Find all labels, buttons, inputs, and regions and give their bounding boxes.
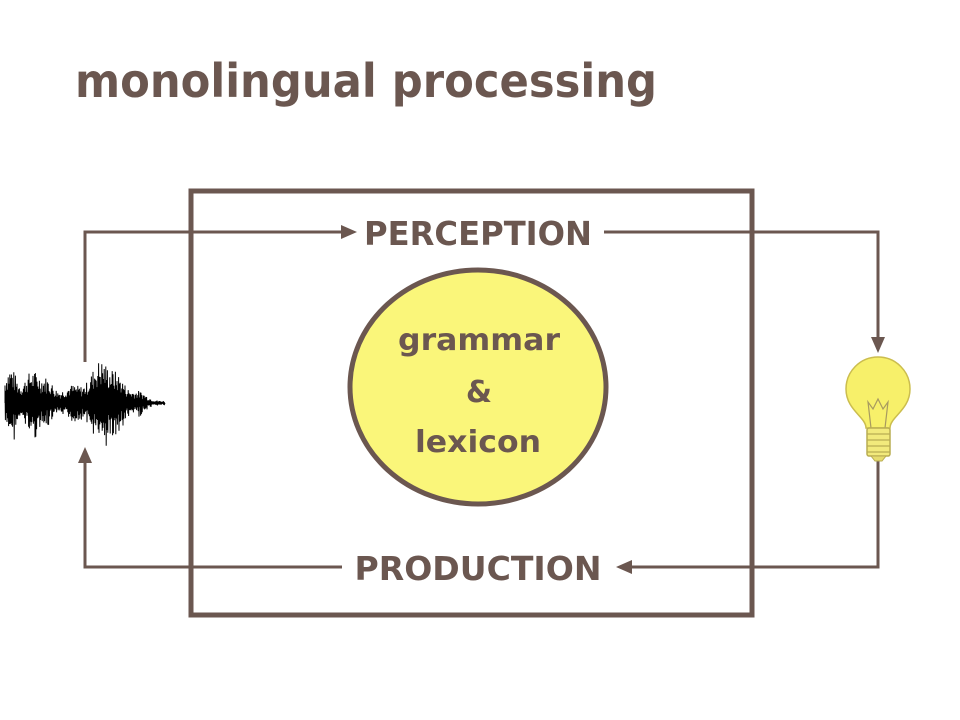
processing-frame [188, 188, 755, 618]
arrow-left-icon [616, 560, 632, 574]
arrow-down-icon [871, 337, 885, 353]
grammar-lexicon-core: grammar & lexicon [347, 267, 609, 507]
idea-to-production-line [630, 460, 880, 569]
slide-title: monolingual processing [75, 54, 657, 108]
waveform-trace [4, 363, 166, 446]
production-to-output-line [83, 462, 342, 569]
production-label: PRODUCTION [355, 549, 602, 588]
core-line-lexicon: lexicon [415, 425, 541, 460]
lightbulb-icon [845, 356, 911, 462]
core-ellipse [347, 267, 609, 507]
idea-to-production-arrow [616, 460, 880, 574]
input-to-perception-arrow [83, 225, 357, 362]
core-line-grammar: grammar [398, 323, 560, 358]
input-to-perception-line [83, 230, 345, 362]
production-to-output-arrow [78, 447, 342, 569]
perception-label: PERCEPTION [364, 214, 592, 253]
arrow-up-icon [78, 447, 92, 463]
perception-to-idea-line [604, 230, 880, 340]
arrow-right-icon [341, 225, 357, 239]
core-line-ampersand: & [466, 375, 492, 410]
speech-waveform-icon [4, 363, 166, 446]
perception-to-idea-arrow [604, 230, 885, 353]
bulb-glass [845, 356, 911, 429]
bulb-tip [869, 455, 888, 462]
bulb-filament [867, 397, 889, 429]
